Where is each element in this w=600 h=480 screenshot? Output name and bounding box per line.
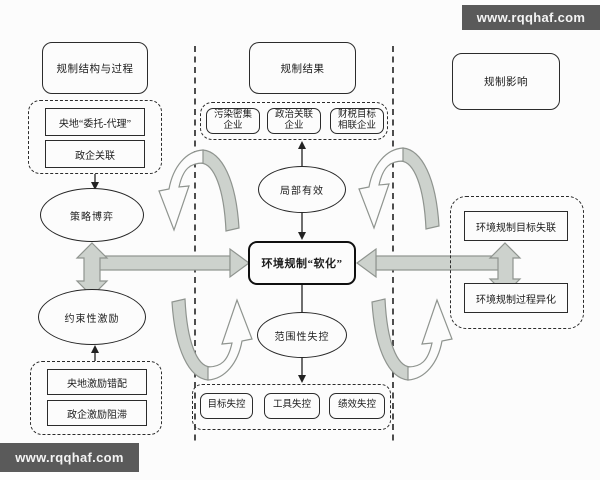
box-gov-firm-link: 政企关联 bbox=[45, 140, 145, 168]
scope-to-failures-arrow bbox=[298, 358, 306, 383]
ellipse-constraint-incentive: 约束性激励 bbox=[38, 289, 146, 345]
header-impact: 规制影响 bbox=[452, 53, 560, 110]
box-process-alienation: 环境规制过程异化 bbox=[464, 283, 568, 313]
box-pollution-intensive: 污染密集企业 bbox=[206, 108, 260, 134]
box-fiscal-linked: 财税目标相联企业 bbox=[330, 108, 384, 134]
local-effective-to-core-arrow bbox=[298, 213, 306, 240]
box-incentive-block: 政企激励阻滞 bbox=[47, 400, 147, 426]
header-structure-process: 规制结构与过程 bbox=[42, 42, 148, 94]
ellipse-local-effective: 局部有效 bbox=[258, 166, 346, 213]
watermark-top-right: www.rqqhaf.com bbox=[462, 5, 600, 30]
box-political-linked: 政治关联企业 bbox=[267, 108, 321, 134]
ellipse-scope-failure: 范围性失控 bbox=[257, 312, 347, 358]
group-incentive-problems bbox=[30, 361, 162, 435]
group-impact bbox=[450, 196, 584, 329]
curved-arrow-top-left bbox=[158, 149, 240, 232]
curved-arrow-top-right bbox=[358, 147, 440, 230]
watermark-text: www.rqqhaf.com bbox=[15, 450, 124, 465]
box-goal-failure: 目标失控 bbox=[200, 393, 253, 419]
left-to-core-arrow bbox=[75, 242, 251, 297]
box-tool-failure: 工具失控 bbox=[264, 393, 320, 419]
box-performance-failure: 绩效失控 bbox=[329, 393, 385, 419]
box-goal-disconnect: 环境规制目标失联 bbox=[464, 211, 568, 241]
box-core-softening: 环境规制“软化” bbox=[248, 241, 356, 285]
curved-arrow-bottom-right bbox=[371, 298, 453, 381]
local-effective-to-enterprises-arrow bbox=[298, 141, 306, 166]
watermark-bottom-left: www.rqqhaf.com bbox=[0, 443, 139, 472]
delegation-to-strategy-arrow bbox=[91, 174, 99, 190]
group-failures bbox=[192, 384, 391, 430]
header-result: 规制结果 bbox=[249, 42, 356, 94]
box-incentive-mismatch: 央地激励错配 bbox=[47, 369, 147, 395]
curved-arrow-bottom-left bbox=[171, 298, 253, 381]
core-to-right-arrow bbox=[355, 242, 522, 295]
mismatch-to-constraint-arrow bbox=[91, 345, 99, 361]
box-delegation: 央地“委托-代理” bbox=[45, 108, 145, 136]
ellipse-strategy-game: 策略博弈 bbox=[40, 188, 144, 242]
watermark-text: www.rqqhaf.com bbox=[476, 10, 586, 25]
group-structure-relations bbox=[28, 100, 162, 174]
group-enterprises bbox=[200, 102, 388, 140]
